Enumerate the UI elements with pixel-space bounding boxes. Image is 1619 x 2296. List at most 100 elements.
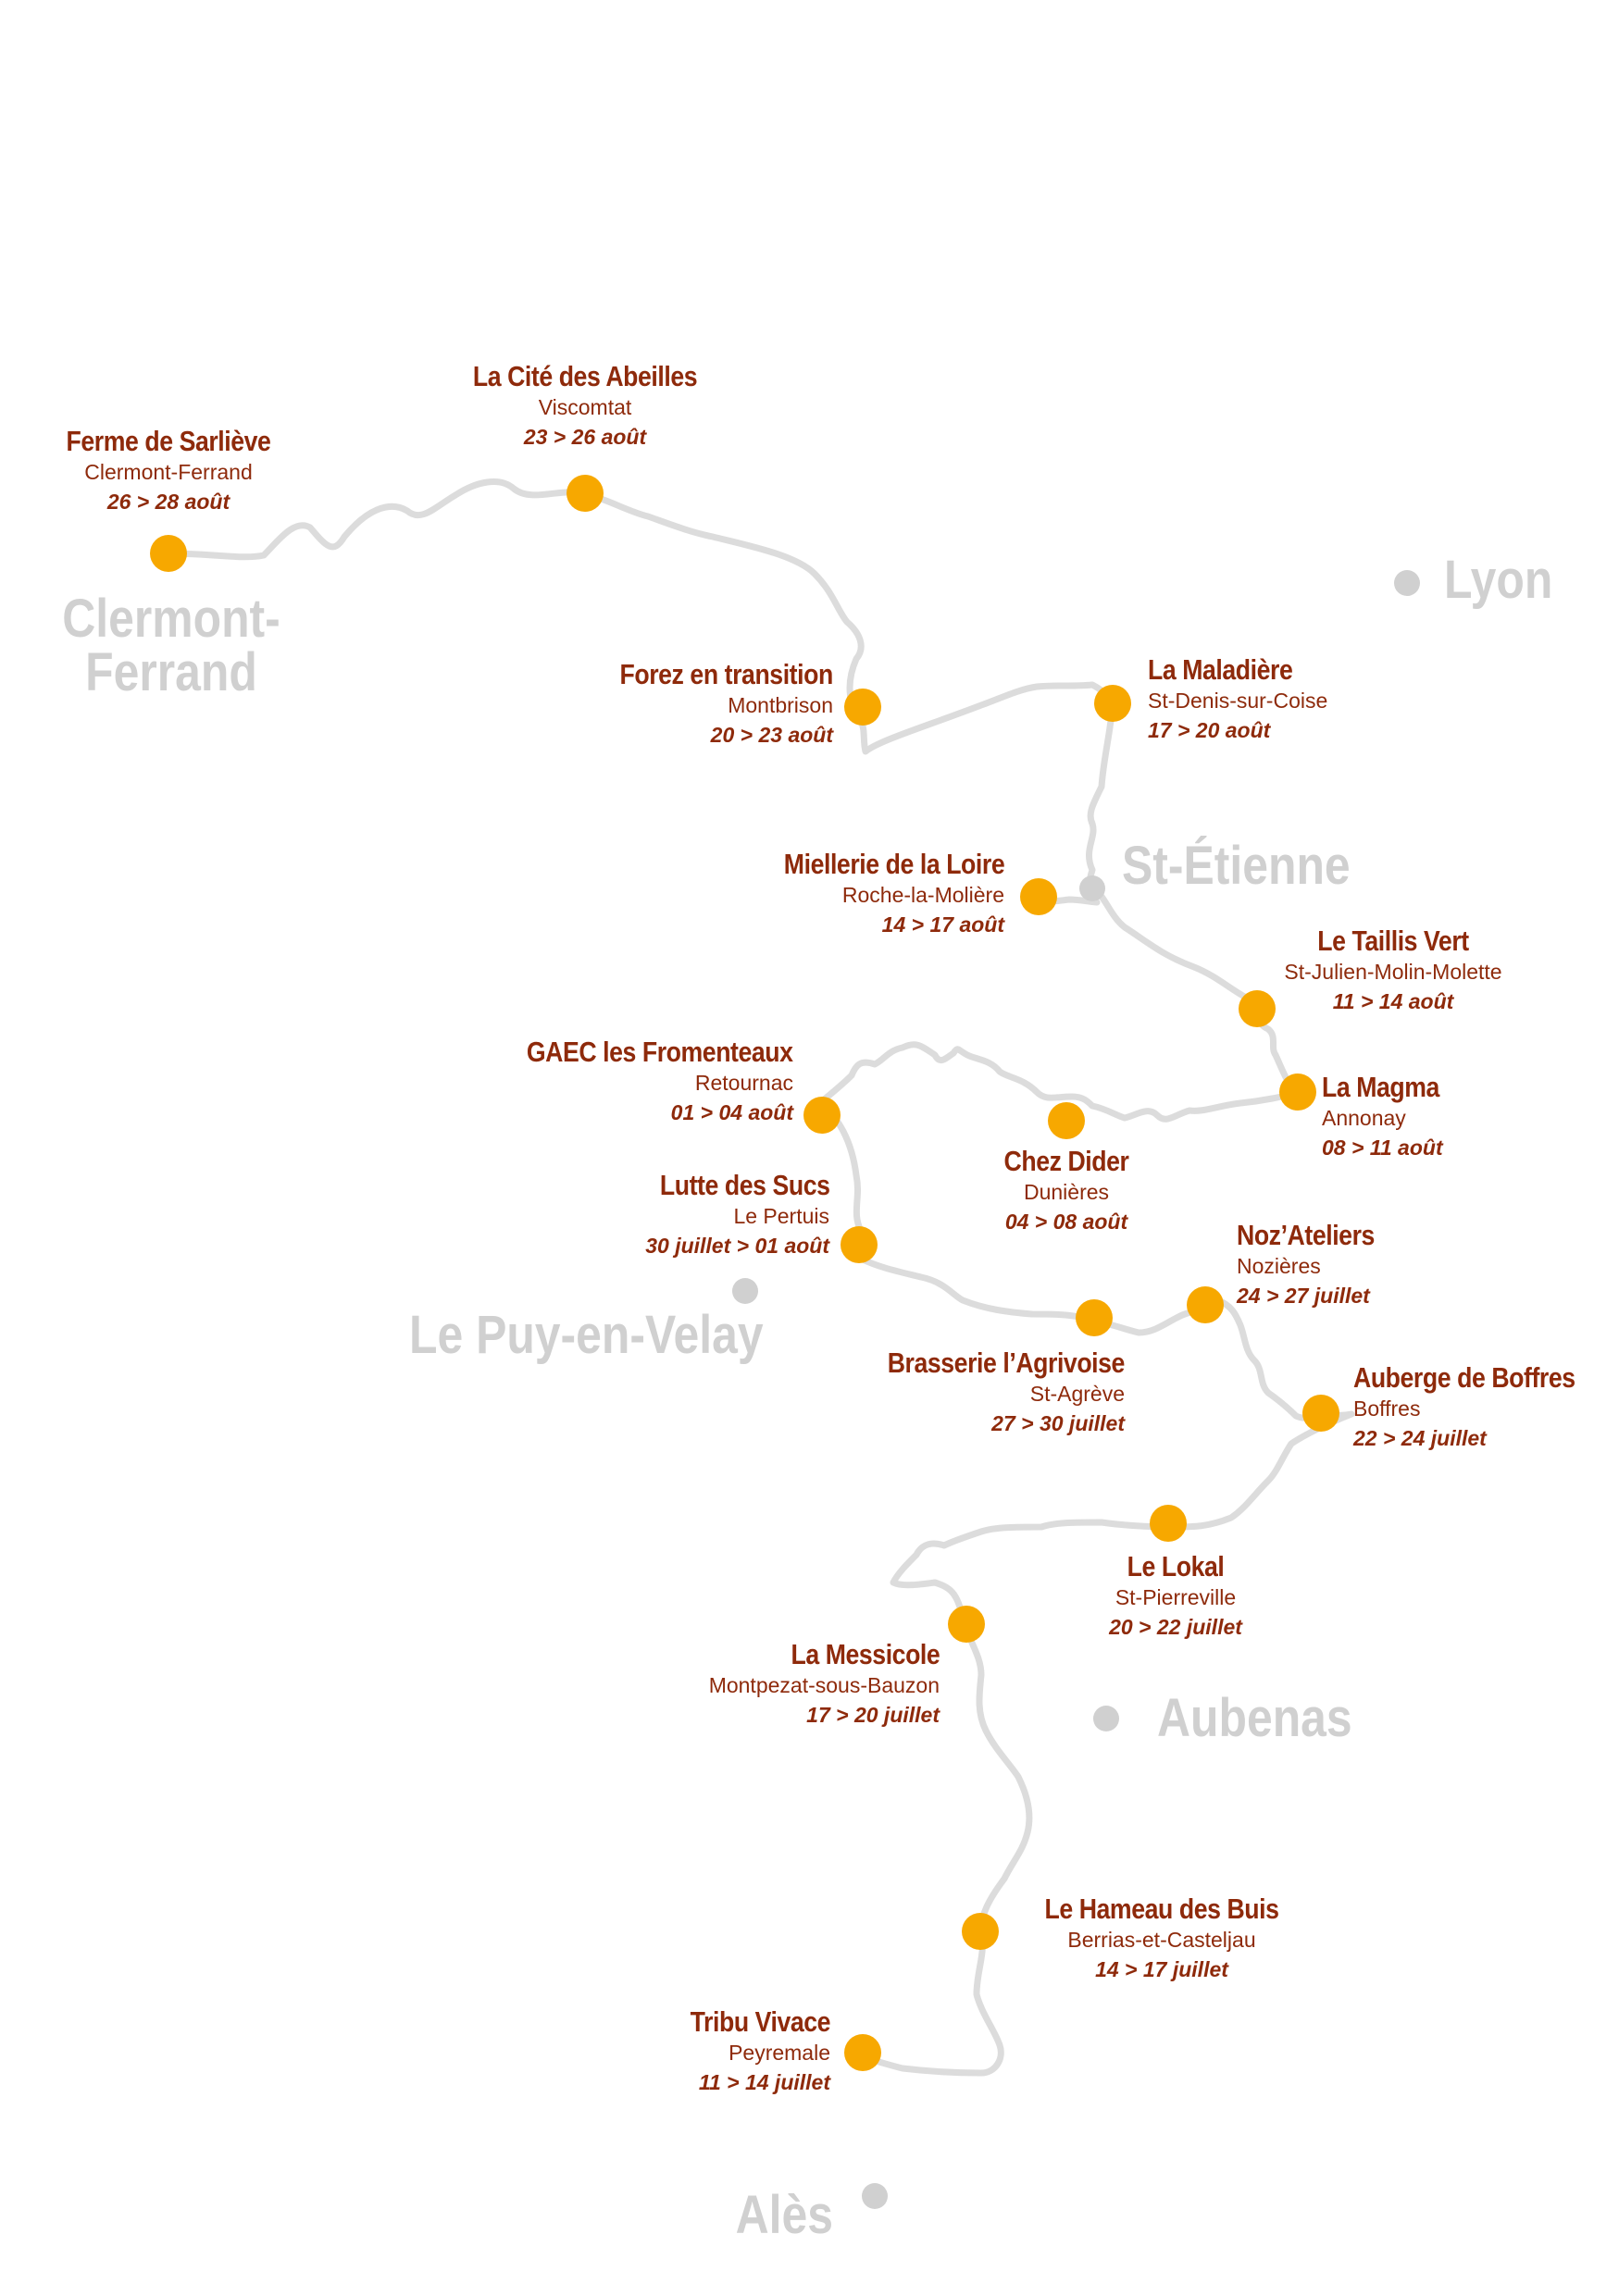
city-dot-lyon [1394, 570, 1420, 596]
stop-marker[interactable] [803, 1097, 841, 1134]
stop-label-ferme-de-sarlieve[interactable]: Ferme de Sarliève Clermont-Ferrand 26 > … [30, 424, 307, 515]
stop-label-miellerie-de-la-loire[interactable]: Miellerie de la Loire Roche-la-Molière 1… [748, 847, 1005, 937]
city-dot-ales [862, 2183, 888, 2209]
stop-marker[interactable] [844, 689, 881, 726]
city-label-line2: Ferrand [85, 642, 257, 702]
stop-label-tribu-vivace[interactable]: Tribu Vivace Peyremale 11 > 14 juillet [667, 2004, 831, 2095]
stop-name: Tribu Vivace [690, 2005, 831, 2038]
stop-town: Montbrison [728, 693, 833, 718]
stop-label-auberge-de-boffres[interactable]: Auberge de Boffres Boffres 22 > 24 juill… [1353, 1360, 1612, 1451]
city-label-clermont-ferrand: Clermont- Ferrand [56, 592, 286, 700]
stop-dates: 11 > 14 août [1332, 988, 1454, 1013]
city-label-aubenas: Aubenas [1157, 1688, 1352, 1748]
city-label-le-puy-en-velay: Le Puy-en-Velay [409, 1305, 764, 1365]
city-label-lyon: Lyon [1444, 550, 1553, 610]
stop-name: La Messicole [791, 1638, 940, 1670]
stop-town: Annonay [1322, 1106, 1406, 1131]
stop-label-la-maladiere[interactable]: La Maladière St-Denis-sur-Coise 17 > 20 … [1148, 652, 1327, 743]
stop-name: Le Lokal [1127, 1550, 1225, 1582]
stop-marker[interactable] [1150, 1505, 1187, 1542]
stop-marker[interactable] [567, 475, 604, 512]
stop-dates: 24 > 27 juillet [1237, 1283, 1370, 1308]
stop-name: La Cité des Abeilles [472, 360, 698, 392]
stop-town: Peyremale [729, 2041, 830, 2066]
stop-label-le-lokal[interactable]: Le Lokal St-Pierreville 20 > 22 juillet [1037, 1549, 1314, 1640]
stop-dates: 27 > 30 juillet [991, 1410, 1125, 1435]
stop-label-gaec-les-fromenteaux[interactable]: GAEC les Fromenteaux Retournac 01 > 04 a… [483, 1035, 793, 1125]
stop-dates: 20 > 22 juillet [1109, 1614, 1242, 1639]
route-line [165, 478, 1355, 2077]
stop-name: GAEC les Fromenteaux [527, 1036, 793, 1068]
stop-label-la-messicole[interactable]: La Messicole Montpezat-sous-Bauzon 17 > … [709, 1637, 940, 1728]
stop-town: Clermont-Ferrand [84, 460, 253, 485]
city-label-line1: Clermont- [62, 589, 280, 649]
stop-label-forez-en-transition[interactable]: Forez en transition Montbrison 20 > 23 a… [585, 657, 834, 748]
stop-name: Lutte des Sucs [659, 1169, 829, 1201]
stop-town: Roche-la-Molière [841, 883, 1004, 908]
stop-town: Dunières [1023, 1180, 1110, 1205]
stop-dates: 17 > 20 juillet [806, 1702, 940, 1727]
stop-marker[interactable] [948, 1606, 985, 1643]
stop-label-nozateliers[interactable]: Noz’Ateliers Nozières 24 > 27 juillet [1237, 1218, 1397, 1309]
stop-dates: 17 > 20 août [1148, 717, 1271, 742]
stop-dates: 23 > 26 août [523, 424, 647, 449]
stop-town: St-Denis-sur-Coise [1148, 689, 1328, 714]
city-dot-aubenas [1093, 1706, 1119, 1731]
stop-marker[interactable] [1279, 1074, 1316, 1111]
stop-town: Retournac [694, 1071, 793, 1096]
stop-name: Le Taillis Vert [1317, 925, 1469, 957]
city-label-ales: Alès [735, 2185, 833, 2245]
stop-town: Berrias-et-Casteljau [1067, 1928, 1256, 1953]
city-label-st-etienne: St-Étienne [1122, 836, 1351, 896]
stop-dates: 14 > 17 juillet [1095, 1956, 1228, 1981]
stop-marker[interactable] [1048, 1102, 1085, 1139]
stop-label-lutte-des-sucs[interactable]: Lutte des Sucs Le Pertuis 30 juillet > 0… [632, 1168, 829, 1259]
stop-label-la-cite-des-abeilles[interactable]: La Cité des Abeilles Viscomtat 23 > 26 a… [446, 359, 724, 450]
stop-marker[interactable] [1239, 990, 1276, 1027]
stop-dates: 22 > 24 juillet [1353, 1425, 1487, 1450]
stop-label-la-magma[interactable]: La Magma Annonay 08 > 11 août [1322, 1070, 1459, 1160]
stop-town: Le Pertuis [733, 1204, 829, 1229]
stop-dates: 01 > 04 août [670, 1099, 793, 1124]
stop-dates: 30 juillet > 01 août [645, 1233, 829, 1258]
stop-town: St-Pierreville [1115, 1585, 1237, 1610]
stop-dates: 26 > 28 août [106, 489, 230, 514]
stop-marker[interactable] [844, 2034, 881, 2071]
stop-name: Ferme de Sarliève [66, 425, 271, 457]
stop-name: Auberge de Boffres [1353, 1361, 1575, 1394]
stop-name: La Maladière [1148, 653, 1293, 686]
stop-name: Noz’Ateliers [1237, 1219, 1375, 1251]
stop-town: St-Agrève [1029, 1382, 1125, 1407]
stop-town: Montpezat-sous-Bauzon [708, 1673, 940, 1698]
stop-name: Miellerie de la Loire [783, 848, 1005, 880]
stop-town: Viscomtat [538, 395, 632, 420]
stop-label-le-hameau-des-buis[interactable]: Le Hameau des Buis Berrias-et-Casteljau … [1023, 1892, 1301, 1982]
stop-marker[interactable] [1020, 878, 1057, 915]
stop-name: La Magma [1322, 1071, 1439, 1103]
stop-name: Le Hameau des Buis [1044, 1893, 1279, 1925]
city-dot-st-etienne [1079, 875, 1105, 901]
stop-dates: 20 > 23 août [710, 722, 833, 747]
stop-label-brasserie-lagrivoise[interactable]: Brasserie l’Agrivoise St-Agrève 27 > 30 … [849, 1346, 1126, 1436]
stop-dates: 04 > 08 août [1004, 1209, 1128, 1234]
stop-label-chez-dider[interactable]: Chez Dider Dunières 04 > 08 août [928, 1144, 1205, 1235]
stop-town: Boffres [1353, 1396, 1421, 1421]
stop-name: Chez Dider [1003, 1145, 1129, 1177]
stop-name: Brasserie l’Agrivoise [887, 1347, 1126, 1379]
stop-town: St-Julien-Molin-Molette [1284, 960, 1502, 985]
city-dot-le-puy [732, 1278, 758, 1304]
stop-marker[interactable] [1302, 1395, 1339, 1432]
stop-dates: 08 > 11 août [1322, 1135, 1443, 1160]
stop-marker[interactable] [841, 1226, 878, 1263]
stop-marker[interactable] [1076, 1299, 1113, 1336]
stop-label-le-taillis-vert[interactable]: Le Taillis Vert St-Julien-Molin-Molette … [1254, 924, 1532, 1014]
stop-dates: 14 > 17 août [881, 912, 1004, 937]
stop-name: Forez en transition [619, 658, 834, 690]
stop-marker[interactable] [150, 535, 187, 572]
stop-marker[interactable] [1187, 1286, 1224, 1323]
stop-town: Nozières [1237, 1254, 1321, 1279]
stop-marker[interactable] [1094, 685, 1131, 722]
stop-dates: 11 > 14 juillet [698, 2069, 830, 2094]
stop-marker[interactable] [962, 1913, 999, 1950]
